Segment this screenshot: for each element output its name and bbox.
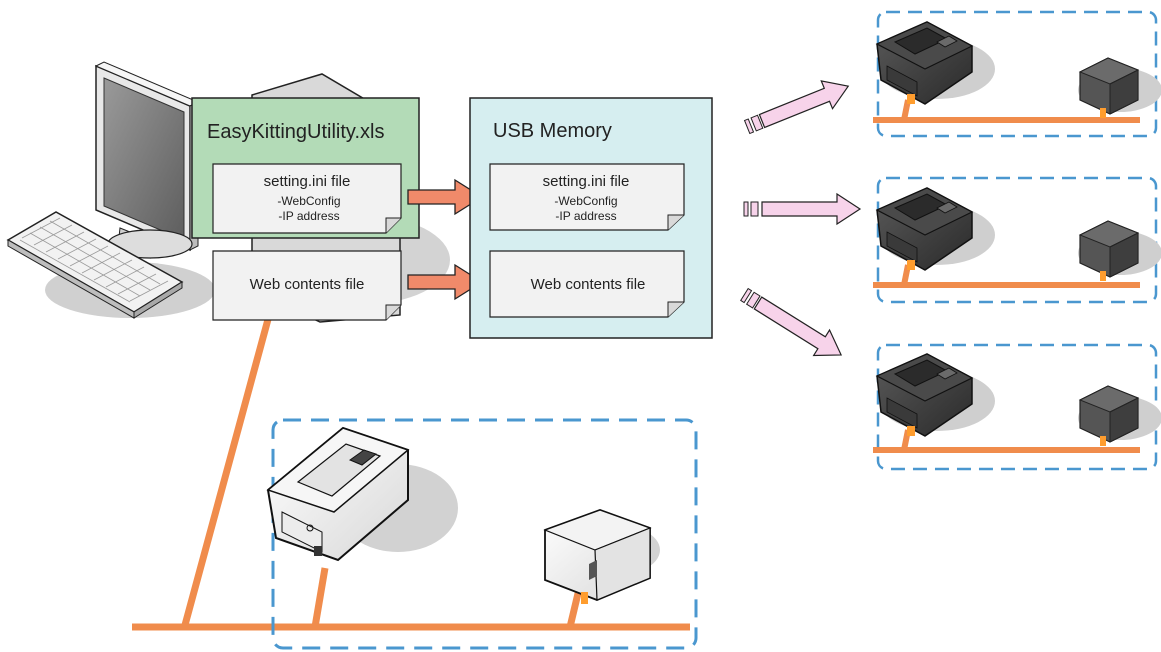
remote-printer-group-3 <box>873 343 1161 471</box>
excel-ini-file-doc: setting.ini file -WebConfig -IP address <box>212 163 402 234</box>
receipt-printer-icon <box>876 353 996 437</box>
usb-memory-title: USB Memory <box>493 120 612 142</box>
kitchen-printer-icon <box>1077 57 1161 119</box>
usb-ini-file-doc: setting.ini file -WebConfig -IP address <box>489 163 685 231</box>
excel-file-title: EasyKittingUtility.xls <box>207 121 384 143</box>
usb-web-title: Web contents file <box>531 276 646 293</box>
remote-printer-group-2 <box>873 176 1161 304</box>
kitchen-printer-icon <box>1077 220 1161 282</box>
deploy-arrow-bottom <box>740 287 843 357</box>
usb-ini-title: setting.ini file <box>543 173 630 190</box>
excel-web-title: Web contents file <box>250 276 365 293</box>
usb-web-contents-doc: Web contents file <box>489 250 685 318</box>
deploy-arrow-top <box>743 80 850 135</box>
excel-ini-line2: -IP address <box>278 209 339 223</box>
excel-web-contents-doc: Web contents file <box>212 250 402 321</box>
deploy-arrow-middle <box>743 192 862 226</box>
receipt-printer-icon <box>876 187 996 271</box>
copy-arrow-web <box>407 263 484 301</box>
usb-ini-line2: -IP address <box>555 209 616 223</box>
kitchen-printer-icon <box>543 509 660 604</box>
excel-ini-line1: -WebConfig <box>277 194 340 208</box>
kitchen-printer-icon <box>1077 385 1161 447</box>
receipt-printer-icon <box>876 21 996 105</box>
copy-arrow-ini <box>407 178 484 216</box>
receipt-printer-icon <box>266 426 458 562</box>
excel-ini-title: setting.ini file <box>264 173 351 190</box>
remote-printer-group-1 <box>873 10 1161 138</box>
usb-ini-line1: -WebConfig <box>554 194 617 208</box>
local-printer-group <box>271 418 698 650</box>
keyboard-icon <box>6 211 215 319</box>
